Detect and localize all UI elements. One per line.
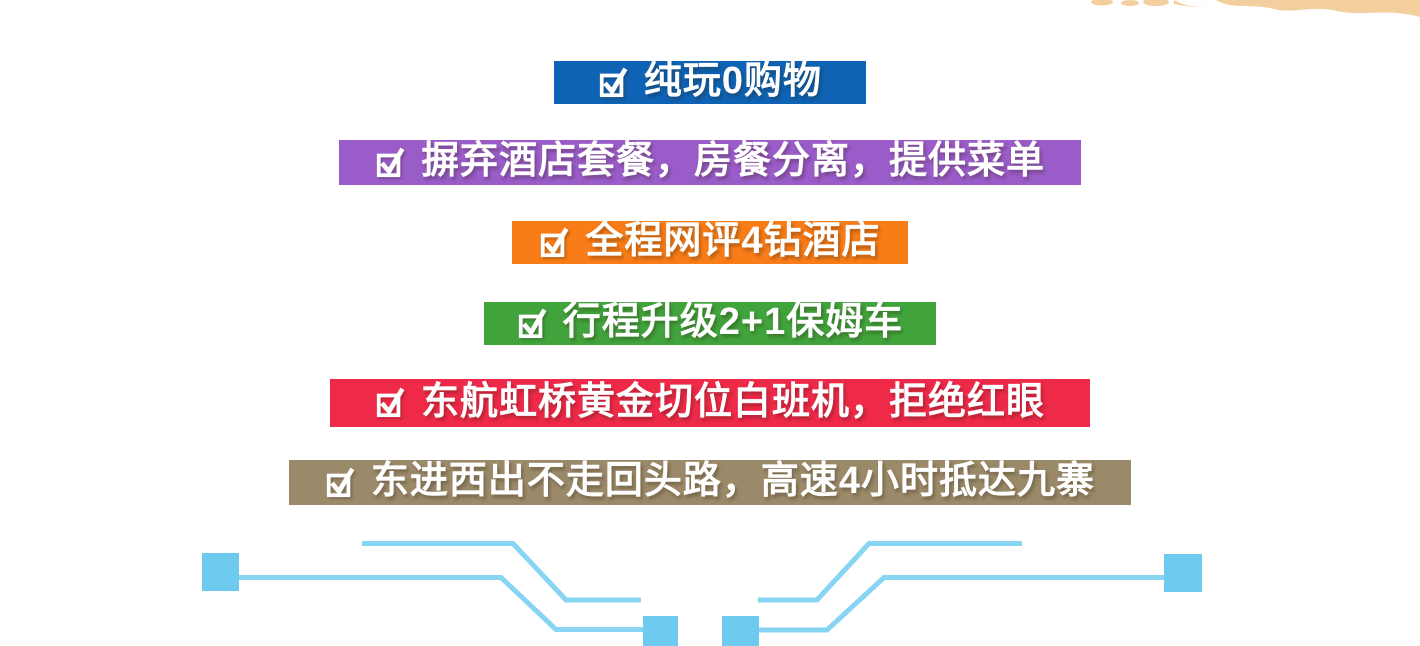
banner-flight: 东航虹桥黄金切位白班机，拒绝红眼: [330, 379, 1090, 427]
banner-text: 摒弃酒店套餐，房餐分离，提供菜单: [420, 140, 1045, 182]
checkbox-checked-icon: [518, 308, 547, 338]
checkbox-checked-icon: [376, 387, 405, 418]
brush-speck: [1174, 0, 1212, 7]
brush-speck: [1121, 0, 1139, 6]
checkbox-checked-icon: [376, 147, 405, 177]
brush-stroke-main: [1216, 0, 1420, 17]
circuit-trace-line: [362, 541, 641, 603]
circuit-node-square: [202, 553, 239, 591]
brush-speck: [1091, 0, 1113, 6]
circuit-node-square: [722, 616, 759, 646]
checkbox-checked-icon: [326, 467, 355, 497]
circuit-node-square: [1164, 554, 1202, 592]
brush-speck: [1143, 0, 1169, 6]
banner-hotel-rating: 全程网评4钻酒店: [512, 221, 908, 264]
circuit-trace-line: [239, 575, 644, 632]
banner-text: 纯玩0购物: [643, 60, 823, 102]
banner-route: 东进西出不走回头路，高速4小时抵达九寨: [289, 460, 1131, 505]
checkbox-checked-icon: [599, 67, 628, 97]
banner-text: 全程网评4钻酒店: [585, 220, 881, 262]
banner-text: 东进西出不走回头路，高速4小时抵达九寨: [370, 460, 1096, 502]
banner-vehicle-upgrade: 行程升级2+1保姆车: [484, 302, 936, 345]
brush-stroke-decoration: [1091, 0, 1420, 17]
banner-text: 行程升级2+1保姆车: [562, 301, 904, 343]
banner-hotel-meal: 摒弃酒店套餐，房餐分离，提供菜单: [339, 140, 1081, 185]
checkbox-checked-icon: [541, 227, 569, 257]
circuit-trace-line: [758, 541, 1022, 603]
circuit-node-square: [643, 616, 678, 646]
banner-text: 东航虹桥黄金切位白班机，拒绝红眼: [420, 380, 1045, 423]
circuit-trace-line: [757, 575, 1164, 633]
banner-pure-play: 纯玩0购物: [554, 61, 866, 104]
circuit-decoration: [202, 541, 1202, 646]
